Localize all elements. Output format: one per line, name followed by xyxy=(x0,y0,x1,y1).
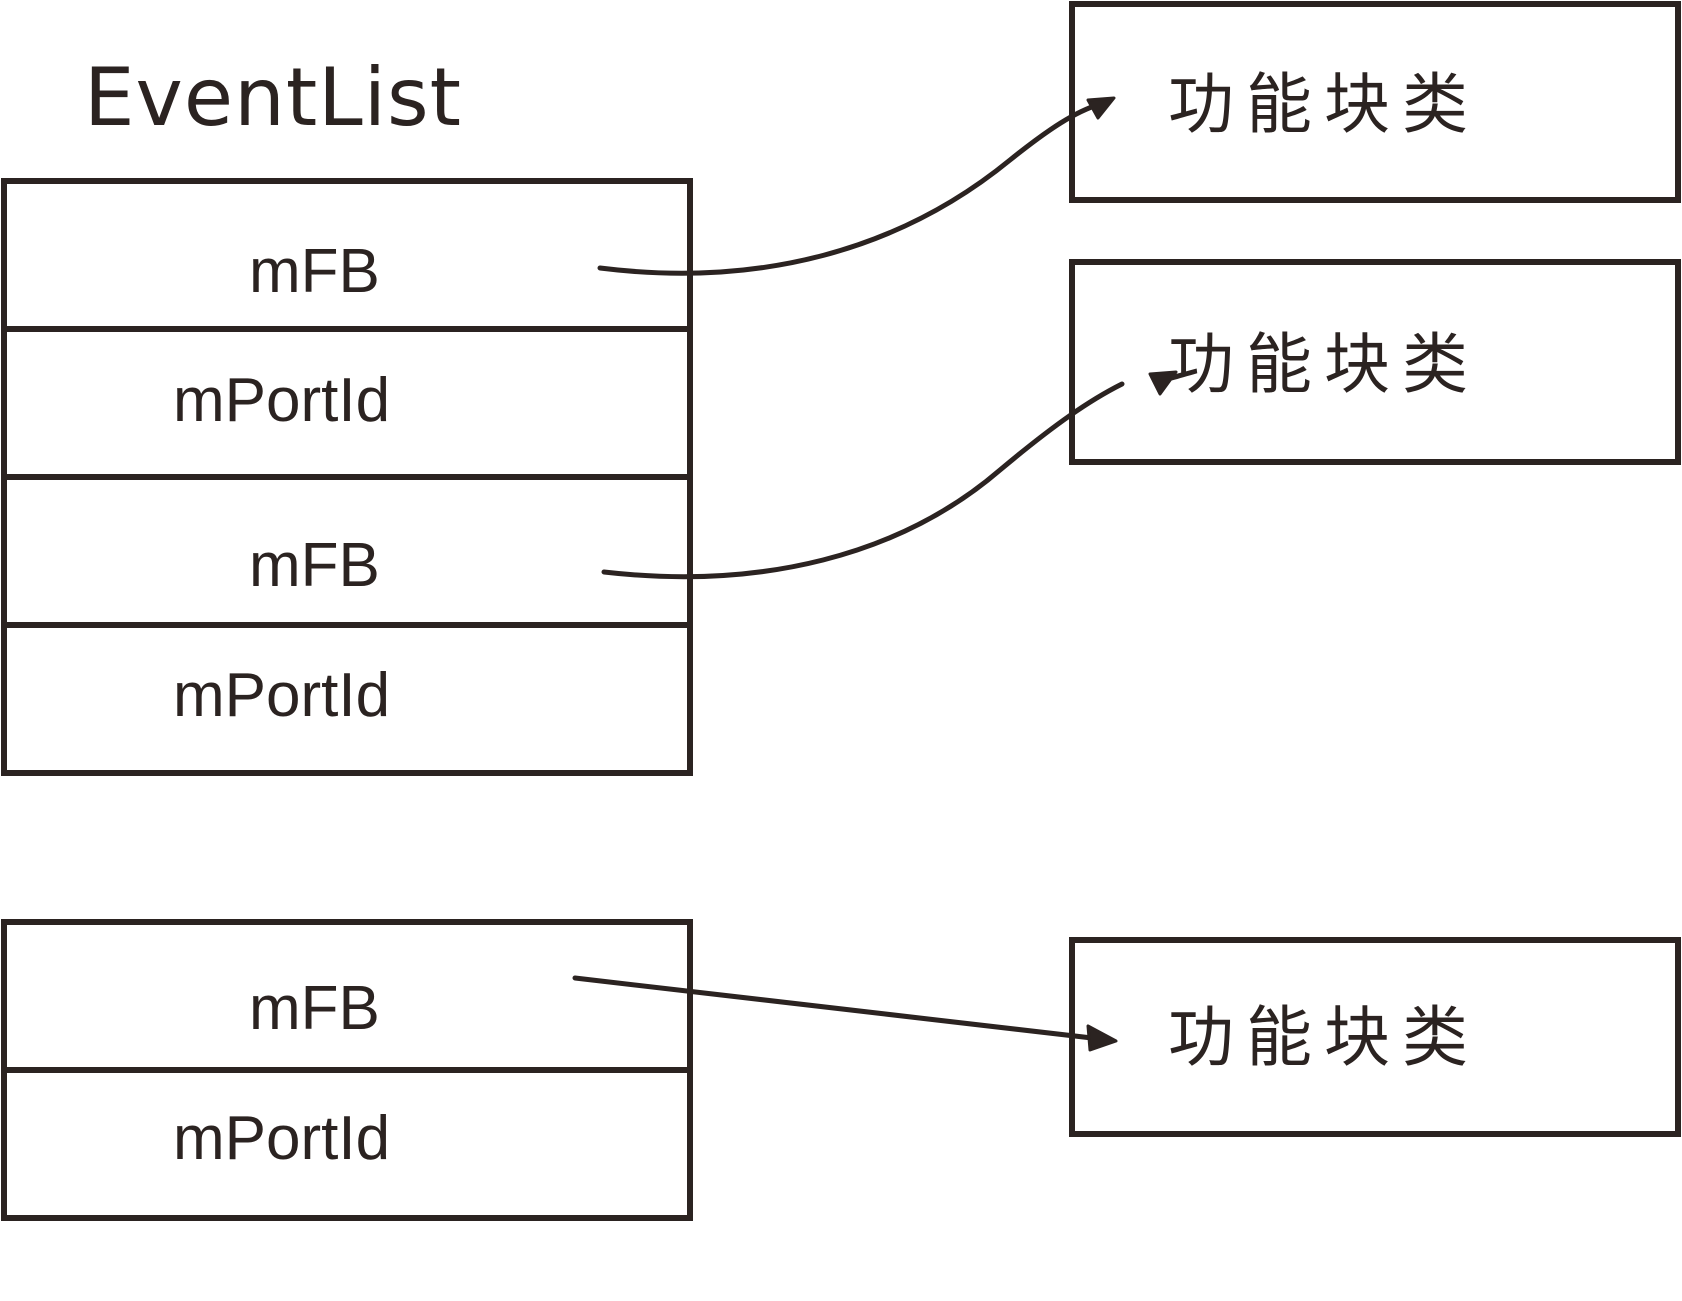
connector-detached-arrowhead xyxy=(1086,1024,1118,1052)
eventlist-entry-1-mPortId-label: mPortId xyxy=(173,661,391,730)
connector-entry1-arrowhead xyxy=(1148,370,1178,396)
fb-class-box-2-label: 功能块类 xyxy=(1168,999,1480,1076)
connector-detached-to-class2 xyxy=(572,975,1118,1052)
eventlist-entry-0-mPortId-label: mPortId xyxy=(173,366,391,435)
fb-class-box-0[interactable] xyxy=(1069,1,1681,203)
fb-class-boxes xyxy=(1069,1,1681,1137)
connector-entry0-path xyxy=(597,101,1103,276)
detached-entry-table xyxy=(1,919,693,1221)
eventlist-entry-1-mFB-label: mFB xyxy=(249,531,380,600)
eventlist-row-3-mPortId[interactable] xyxy=(1,622,693,776)
connector-entry1-path xyxy=(601,381,1125,580)
eventlist-table xyxy=(1,178,693,776)
eventlist-title: EventList xyxy=(84,51,463,144)
fb-class-box-0-label: 功能块类 xyxy=(1168,66,1480,143)
fb-class-box-1-label: 功能块类 xyxy=(1168,326,1480,403)
connector-entry0-to-class0 xyxy=(597,96,1116,276)
detached-entry-mPortId-label: mPortId xyxy=(173,1104,391,1173)
eventlist-entry-0-mFB-label: mFB xyxy=(249,237,380,306)
detached-entry-mFB-label: mFB xyxy=(249,974,380,1043)
fb-class-box-1[interactable] xyxy=(1069,259,1681,465)
connector-detached-path xyxy=(572,975,1095,1041)
connector-entry1-to-class1 xyxy=(601,370,1178,580)
detached-row-1-mPortId[interactable] xyxy=(1,1067,693,1221)
connector-entry0-arrowhead xyxy=(1086,96,1116,120)
